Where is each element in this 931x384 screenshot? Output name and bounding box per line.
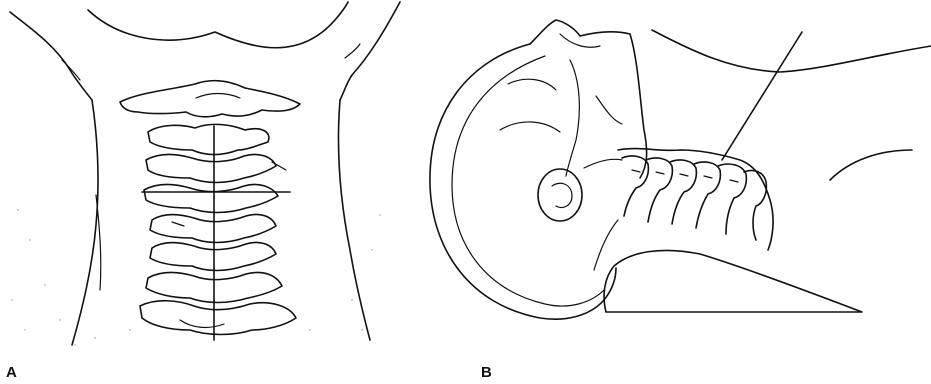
vertebra-c1 xyxy=(120,81,300,117)
vertebra-t1 xyxy=(140,301,296,335)
left-neck-line xyxy=(72,100,98,345)
vertebra-c5 xyxy=(150,214,276,242)
right-head-outline xyxy=(340,2,400,100)
skull-outline xyxy=(430,44,616,319)
panel-a-anterior-view xyxy=(10,2,400,346)
face-profile xyxy=(530,20,647,178)
back-line xyxy=(830,150,912,180)
vertebra-c6 xyxy=(150,242,276,270)
vertebra-c2 xyxy=(148,124,269,154)
vertebra-c3 xyxy=(146,154,276,182)
right-neck-line xyxy=(338,100,370,340)
shoulder-line xyxy=(652,30,931,72)
panel-label-a: A xyxy=(6,364,17,381)
jaw-outline xyxy=(88,2,348,48)
pointer-line xyxy=(722,32,802,160)
vertebra-c4 xyxy=(144,184,278,212)
ear xyxy=(538,169,582,221)
support-wedge xyxy=(604,250,862,312)
panel-label-b: B xyxy=(481,364,492,381)
head-outline xyxy=(10,12,92,100)
panel-b-lateral-view xyxy=(430,20,931,319)
